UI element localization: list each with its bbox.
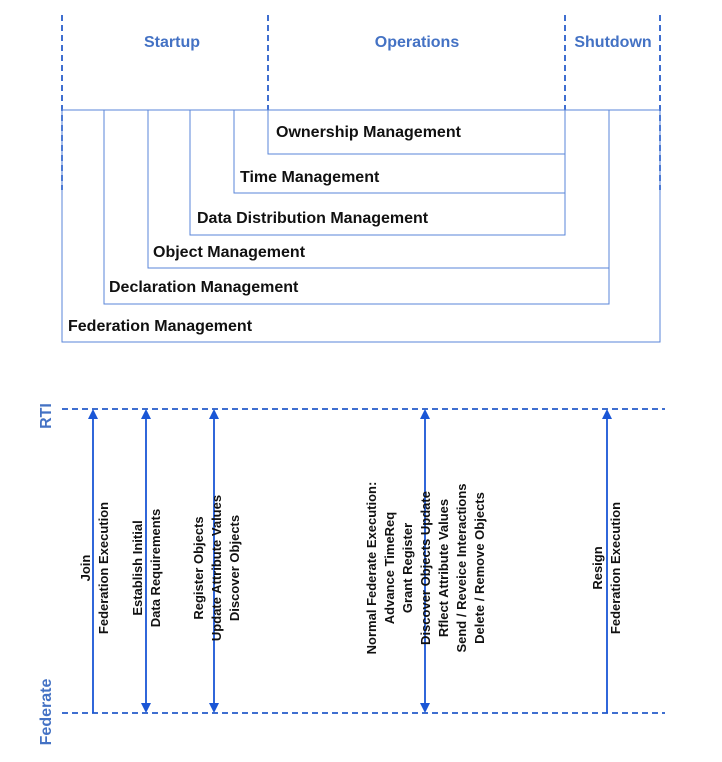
phase-startup-label: Startup <box>144 34 200 51</box>
resign-step: Resign Federation Execution <box>590 502 623 634</box>
register-line-3: Discover Objects <box>227 515 242 621</box>
phase-operations-label: Operations <box>375 34 460 51</box>
join-step: Join Federation Execution <box>78 502 111 634</box>
interaction-arrows <box>88 409 612 713</box>
resign-line-1: Resign <box>590 546 605 589</box>
establish-line-1: Establish Initial <box>130 520 145 615</box>
register-line-2: Update Attribute Values <box>209 495 224 641</box>
normal-line-5: Rflect Attribute Values <box>436 499 451 637</box>
phase-shutdown-label: Shutdown <box>574 34 651 51</box>
federate-label: Federate <box>38 679 55 746</box>
establish-step: Establish Initial Data Requirements <box>130 509 163 627</box>
ownership-management-box <box>267 109 566 155</box>
join-line-2: Federation Execution <box>96 502 111 634</box>
normal-line-4: Discover Objects Update <box>418 491 433 645</box>
register-step: Register Objects Update Attribute Values… <box>191 495 242 641</box>
register-line-1: Register Objects <box>191 516 206 619</box>
object-management-label: Object Management <box>153 244 306 261</box>
normal-line-6: Send / Reveice Interactions <box>454 483 469 652</box>
normal-line-2: Advance TimeReq <box>382 512 397 625</box>
join-line-1: Join <box>78 555 93 582</box>
normal-line-1: Normal Federate Execution: <box>364 482 379 655</box>
federation-management-label: Federation Management <box>68 318 253 335</box>
resign-line-2: Federation Execution <box>608 502 623 634</box>
establish-line-2: Data Requirements <box>148 509 163 627</box>
declaration-management-label: Declaration Management <box>109 279 299 296</box>
step-texts: Join Federation Execution Establish Init… <box>78 482 623 655</box>
normal-line-3: Grant Register <box>400 523 415 613</box>
rti-label: RTI <box>38 403 55 429</box>
normal-line-7: Delete / Remove Objects <box>472 492 487 644</box>
normal-execution-step: Normal Federate Execution: Advance TimeR… <box>364 482 487 655</box>
time-management-label: Time Management <box>240 169 380 186</box>
service-boxes <box>61 109 661 343</box>
ownership-management-label: Ownership Management <box>276 124 462 141</box>
ddm-label: Data Distribution Management <box>197 210 429 227</box>
